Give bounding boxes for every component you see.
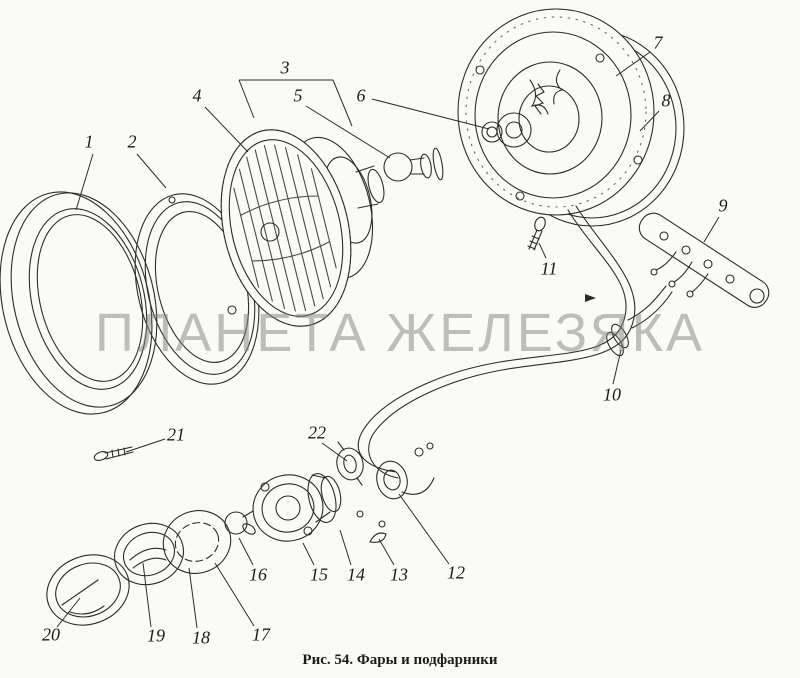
part-18-gasket (162, 510, 232, 574)
part-20-sidelight-rim (46, 554, 130, 626)
leader-line-20 (56, 597, 81, 628)
leader-line-11 (538, 242, 547, 259)
leader-line-12 (398, 493, 450, 565)
leader-line-8 (639, 110, 660, 132)
leader-line-18 (188, 567, 198, 629)
leader-line-21 (125, 438, 166, 453)
leader-line-17 (214, 562, 255, 627)
part-21-screw (93, 446, 134, 462)
part-22-plate (336, 441, 364, 486)
leader-line-3 (238, 79, 255, 119)
part-12-socket (376, 442, 435, 500)
leader-line-15 (302, 542, 315, 566)
part-11-screw (527, 216, 546, 251)
part-13-clip (356, 510, 387, 543)
leader-line-4 (204, 106, 249, 153)
leader-line-10 (612, 349, 622, 385)
leader-line-3 (332, 79, 353, 127)
part-4-lens-reflector (220, 129, 385, 327)
leader-line-14 (339, 529, 352, 566)
leader-line-19 (142, 562, 152, 628)
leader-line-13 (378, 538, 395, 566)
leader-line-7 (615, 51, 651, 77)
part-5-bulb (383, 147, 444, 182)
leader-line-2 (136, 153, 167, 189)
part-7-headlight-body (457, 8, 655, 216)
leader-line-9 (703, 216, 720, 243)
part-19-sidelight-lens (113, 522, 185, 586)
leader-line-16 (238, 537, 254, 566)
leader-line-22 (321, 442, 348, 462)
part-15-14-sidelight-housing (252, 472, 342, 542)
part-9-mounting-bracket (638, 212, 770, 308)
part-10-wiring-harness (357, 205, 673, 479)
leader-line-6 (371, 98, 490, 130)
part-16-sidelight-bulb (224, 510, 256, 535)
figure-caption: Рис. 54. Фары и подфарники (302, 652, 498, 668)
leader-line-1 (75, 153, 94, 211)
leader-line-5 (305, 105, 391, 159)
